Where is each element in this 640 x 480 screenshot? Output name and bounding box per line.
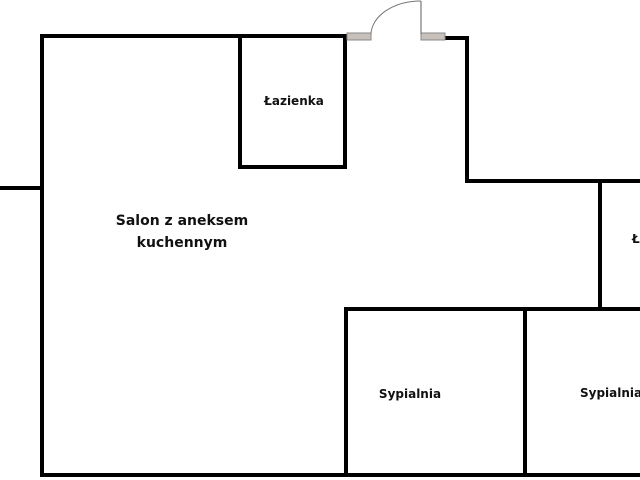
room-label-living-1: Salon z aneksem [116, 213, 248, 229]
outer-wall-right [443, 36, 640, 183]
door-jamb-left [346, 32, 372, 41]
room-label-bathroom: Łazienka [263, 94, 324, 108]
room-label-living-2: kuchennym [137, 235, 228, 251]
room-label-bathroom-2: Ł [631, 232, 640, 246]
room-label-bedroom-1: Sypialnia [379, 387, 441, 401]
walls [0, 34, 640, 477]
door-jamb-right [420, 32, 446, 41]
door-swing-arc [370, 0, 422, 35]
bathroom-wall [238, 34, 347, 169]
outer-wall-left-top [40, 34, 349, 477]
bedroom-wall [344, 307, 640, 477]
entrance-door [346, 0, 446, 41]
room-label-bedroom-2: Sypialnia [580, 386, 640, 400]
